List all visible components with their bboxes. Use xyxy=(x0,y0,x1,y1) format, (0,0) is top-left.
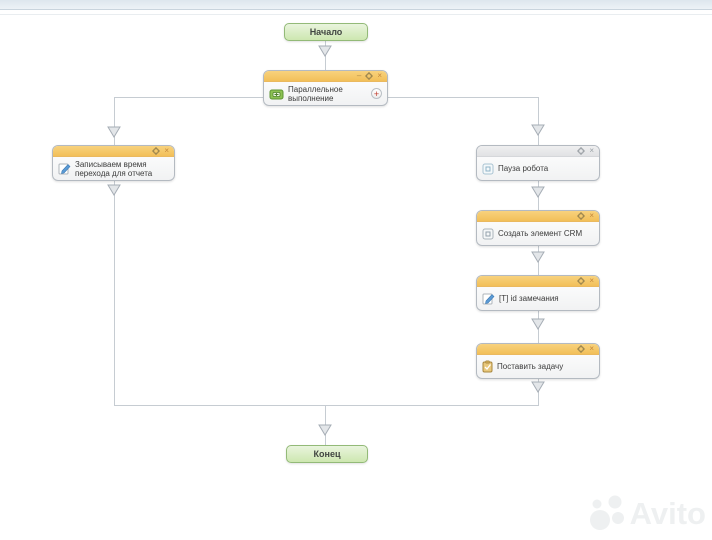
close-icon[interactable]: × xyxy=(589,344,594,353)
node-body: Записываем время перехода для отчета xyxy=(53,157,174,180)
node-header: × xyxy=(477,276,599,287)
record-time-node[interactable]: × Записываем время перехода для отчета xyxy=(52,145,175,181)
close-icon[interactable]: × xyxy=(589,211,594,220)
node-label: Создать элемент CRM xyxy=(498,229,583,238)
node-header: × xyxy=(477,344,599,355)
gear-icon[interactable] xyxy=(577,147,586,155)
connector-line xyxy=(114,405,539,406)
parallel-icon xyxy=(269,89,284,99)
edit-icon xyxy=(482,293,495,305)
node-body: [T] id замечания xyxy=(477,287,599,310)
parallel-execution-node[interactable]: – × Параллельное выполнение xyxy=(263,70,388,106)
add-branch-button[interactable]: + xyxy=(371,88,382,99)
node-header: × xyxy=(477,211,599,222)
edit-icon xyxy=(58,163,71,175)
node-label: Параллельное выполнение xyxy=(288,84,343,103)
arrowhead-icon xyxy=(318,424,332,436)
gear-icon[interactable] xyxy=(365,72,374,80)
arrowhead-icon xyxy=(531,381,545,393)
close-icon[interactable]: × xyxy=(377,71,382,80)
start-node-label: Начало xyxy=(309,27,343,37)
gear-icon[interactable] xyxy=(577,345,586,353)
set-task-node[interactable]: × Поставить задачу xyxy=(476,343,600,379)
node-label: Поставить задачу xyxy=(497,362,564,371)
avito-watermark-text: Avito xyxy=(629,496,706,531)
start-node[interactable]: Начало xyxy=(284,23,368,41)
crm-element-icon xyxy=(482,228,494,239)
arrowhead-icon xyxy=(531,186,545,198)
toolbar-strip xyxy=(0,0,712,10)
toolbar-divider xyxy=(0,10,712,15)
node-label: Записываем время перехода для отчета xyxy=(75,159,153,178)
delay-icon xyxy=(482,163,494,174)
connector-line xyxy=(114,97,263,98)
node-body: Параллельное выполнение + xyxy=(264,82,387,105)
arrowhead-icon xyxy=(531,251,545,263)
node-header: – × xyxy=(264,71,387,82)
end-node[interactable]: Конец xyxy=(286,445,368,463)
arrowhead-icon xyxy=(531,124,545,136)
arrowhead-icon xyxy=(531,318,545,330)
connector-line xyxy=(388,97,539,98)
node-header: × xyxy=(53,146,174,157)
gear-icon[interactable] xyxy=(577,277,586,285)
minimize-button[interactable]: – xyxy=(356,71,362,80)
arrowhead-icon xyxy=(107,184,121,196)
node-body: Пауза робота xyxy=(477,157,599,180)
close-icon[interactable]: × xyxy=(164,146,169,155)
node-label: [T] id замечания xyxy=(499,294,559,303)
connector-line xyxy=(538,97,539,145)
node-header: × xyxy=(477,146,599,157)
end-node-label: Конец xyxy=(313,449,341,459)
arrowhead-icon xyxy=(107,126,121,138)
close-icon[interactable]: × xyxy=(589,276,594,285)
close-icon[interactable]: × xyxy=(589,146,594,155)
connector-line xyxy=(114,181,115,405)
avito-watermark: Avito xyxy=(588,494,706,534)
gear-icon[interactable] xyxy=(577,212,586,220)
gear-icon[interactable] xyxy=(152,147,161,155)
node-body: Создать элемент CRM xyxy=(477,222,599,245)
node-label: Пауза робота xyxy=(498,164,549,173)
id-note-node[interactable]: × [T] id замечания xyxy=(476,275,600,311)
node-body: Поставить задачу xyxy=(477,355,599,378)
arrowhead-icon xyxy=(318,45,332,57)
pause-robot-node[interactable]: × Пауза робота xyxy=(476,145,600,181)
task-icon xyxy=(482,360,493,373)
connector-line xyxy=(114,97,115,145)
create-crm-node[interactable]: × Создать элемент CRM xyxy=(476,210,600,246)
avito-logo-icon xyxy=(589,495,624,530)
workflow-canvas: Начало – × xyxy=(0,15,712,540)
